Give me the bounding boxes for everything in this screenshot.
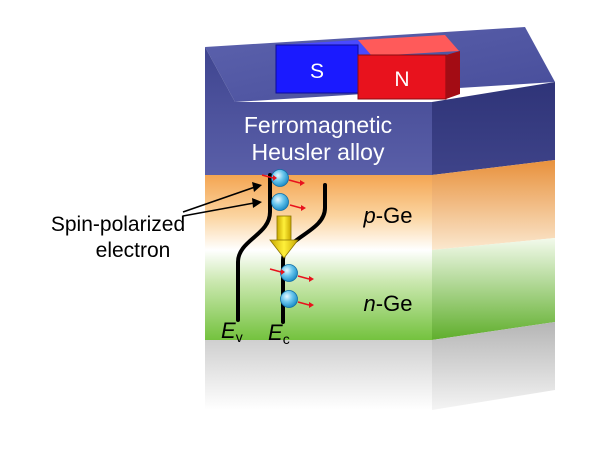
p-ge-front <box>205 175 432 250</box>
magnet-south-pole <box>275 44 359 94</box>
n-ge-layer <box>205 238 555 340</box>
spin-arrow-icon <box>301 205 306 211</box>
injection-arrow <box>269 215 299 259</box>
electron-group-top <box>261 169 306 211</box>
magnet-north-top <box>358 35 459 56</box>
block-side-face-heusler <box>432 82 555 175</box>
annotation-line2: electron <box>96 239 171 262</box>
electron-icon <box>271 193 289 211</box>
n-ge-label: n-Ge <box>364 291 413 316</box>
magnet-north-label: N <box>394 68 409 91</box>
n-ge-side <box>432 238 555 340</box>
spin-polarized-annotation: Spin-polarized electron <box>51 182 262 262</box>
substrate-side <box>432 322 555 410</box>
p-ge-layer <box>205 160 555 250</box>
valence-band-label: Ev <box>221 318 243 345</box>
annotation-line1: Spin-polarized <box>51 213 185 236</box>
conduction-band-line <box>281 183 327 324</box>
p-ge-label: p-Ge <box>363 203 413 228</box>
valence-band-line <box>236 173 272 322</box>
bar-magnet: S N <box>275 35 460 100</box>
substrate-layer <box>205 322 555 410</box>
spin-arrow-icon <box>300 180 305 186</box>
magnet-south-label: S <box>310 60 324 83</box>
spin-arrow-icon <box>309 302 314 308</box>
heusler-label-line1: Ferromagnetic <box>244 112 392 138</box>
magnet-north-pole <box>357 54 447 100</box>
electron-group-bottom <box>269 264 314 308</box>
spin-arrow-icon <box>273 175 277 181</box>
block-front-face-heusler <box>205 47 432 175</box>
spin-arrow-icon <box>309 276 314 282</box>
spin-arrow-icon <box>281 269 285 275</box>
electron-icon <box>280 290 298 308</box>
electron-icon <box>280 264 298 282</box>
conduction-band-label: Ec <box>268 320 290 347</box>
p-ge-side <box>432 160 555 250</box>
magnet-side <box>446 51 460 99</box>
substrate-front <box>205 340 432 410</box>
heusler-label-line2: Heusler alloy <box>252 139 385 165</box>
n-ge-front <box>205 250 432 340</box>
